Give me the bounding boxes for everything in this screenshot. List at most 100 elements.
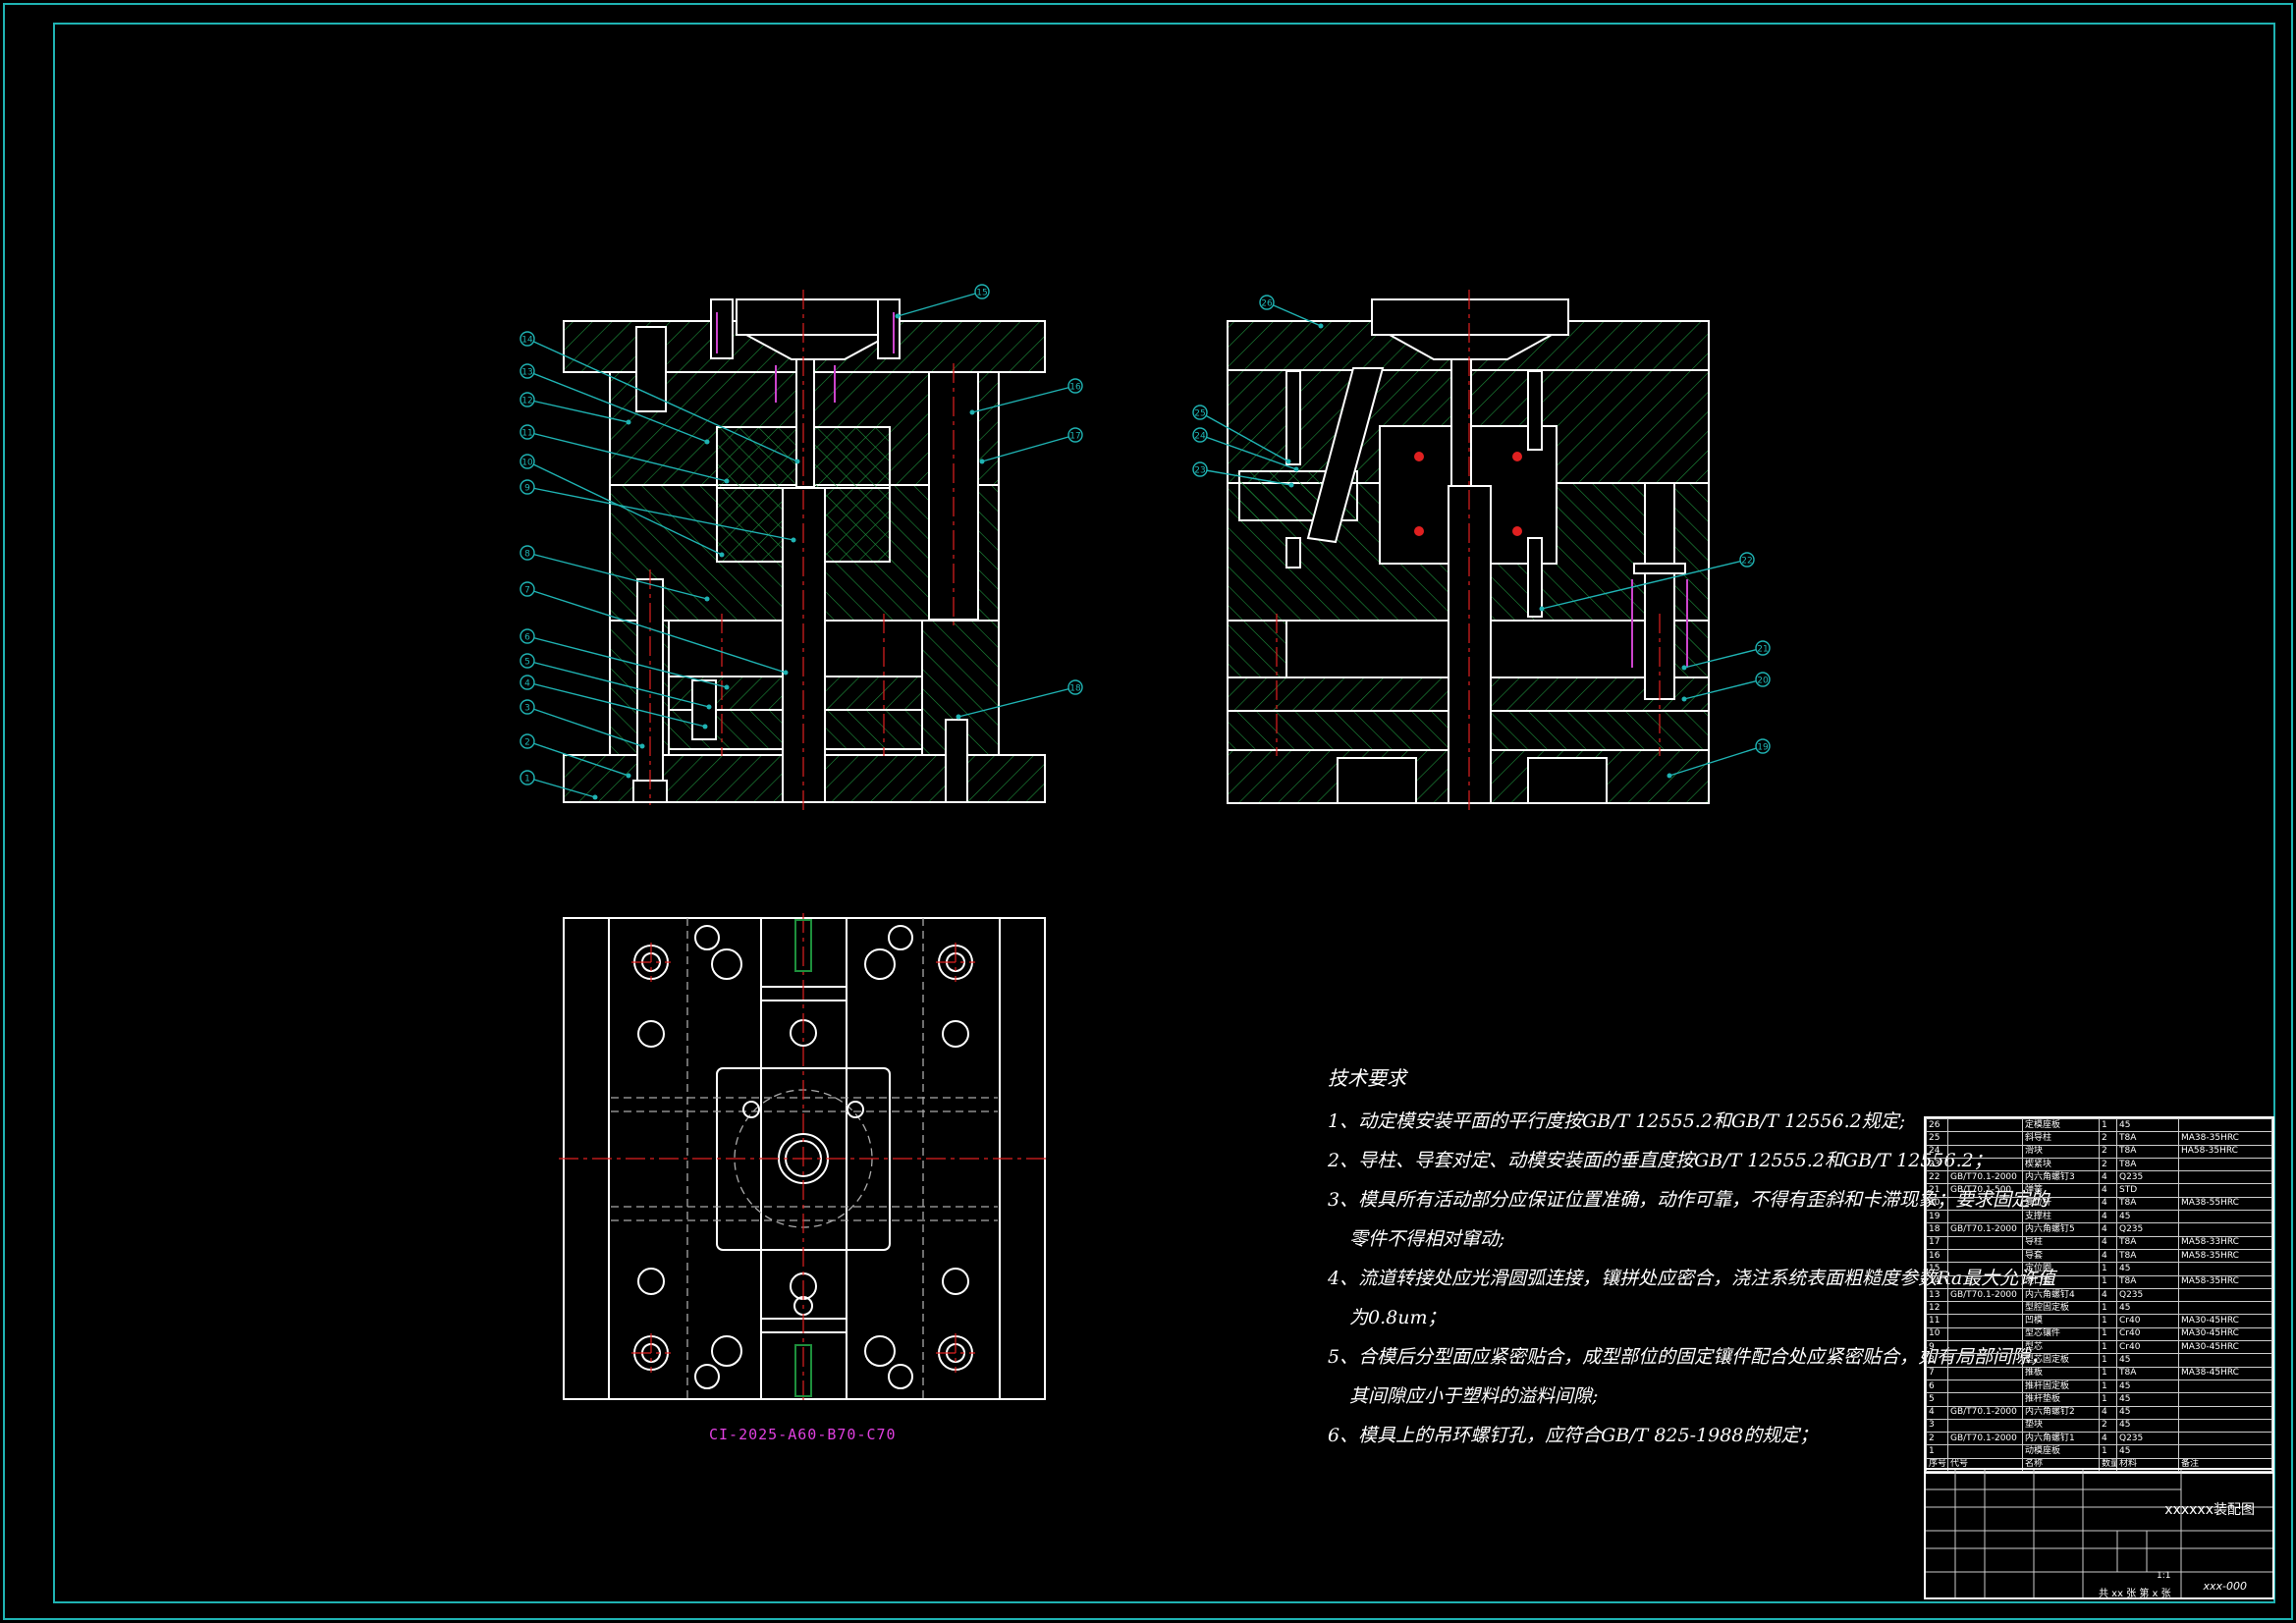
plan-view-centerlines [559, 913, 1050, 1404]
callout-number: 14 [521, 336, 533, 346]
bom-cell-name: 推板 [2022, 1366, 2100, 1380]
leader-dot [626, 419, 631, 425]
bom-cell-note [2178, 1301, 2272, 1316]
bom-cell-name: 内六角螺钉4 [2022, 1287, 2100, 1303]
leader-dot [895, 313, 901, 319]
inner-frame [53, 23, 2275, 1603]
bom-cell-name: 内六角螺钉2 [2022, 1405, 2100, 1420]
bom-cell-qty: 4 [2099, 1432, 2117, 1446]
bom-cell-no: 8 [1926, 1353, 1948, 1368]
leader-line [526, 740, 629, 777]
requirement-5: 5、合模后分型面应紧密贴合，成型部位的固定镶件配合处应紧密贴合，如有局部间隙，其… [1328, 1346, 2050, 1407]
leader-dot [704, 439, 710, 445]
bom-cell-no: 13 [1926, 1287, 1948, 1303]
bom-cell-note [2178, 1157, 2272, 1172]
bom-cell-name: 斜导柱 [2022, 1131, 2100, 1146]
leader-dot [791, 537, 796, 543]
leader-line [897, 291, 983, 317]
leader-line [526, 660, 710, 708]
callout-balloon [974, 284, 990, 299]
bom-cell-note: MA38-35HRC [2178, 1131, 2272, 1146]
callout-number: 16 [1069, 383, 1081, 393]
bom-cell-name: 内六角螺钉5 [2022, 1222, 2100, 1237]
title-block-grid [1926, 1470, 2272, 1597]
model-code: CI-2025-A60-B70-C70 [709, 1426, 897, 1443]
leader-line [526, 588, 787, 674]
callout-number: 24 [1194, 432, 1206, 442]
leader-line [971, 385, 1076, 413]
leader-line [1199, 468, 1292, 486]
bom-cell-mat: T8A [2116, 1131, 2179, 1146]
bom-cell-std [1947, 1340, 2023, 1355]
leader-line [526, 635, 728, 688]
bom-cell-mat: Q235 [2116, 1432, 2179, 1446]
bom-cell-std: GB/T70.1-2000 [1947, 1287, 2023, 1303]
bom-cell-no: 12 [1926, 1301, 1948, 1316]
bom-cell-name: 垫块 [2022, 1418, 2100, 1434]
leader-dot [1539, 606, 1545, 612]
bom-cell-mat: 45 [2116, 1392, 2179, 1407]
bom-cell-mat: T8A [2116, 1235, 2179, 1250]
callout-balloon [519, 454, 535, 469]
bom-cell-std [1947, 1301, 2023, 1316]
bom-cell-no: 14 [1926, 1274, 1948, 1289]
callout-balloon [519, 479, 535, 495]
bom-cell-std: GB/T70.1-500 [1947, 1183, 2023, 1198]
bom-cell-mat: Cr40 [2116, 1326, 2179, 1342]
bom-cell-no: 26 [1926, 1117, 1948, 1133]
callout-number: 10 [521, 459, 533, 468]
leader-dot [979, 459, 985, 464]
callout-balloon [519, 331, 535, 347]
leader-dot [1667, 773, 1672, 779]
requirement-2: 2、导柱、导套对定、动模安装面的垂直度按GB/T 12555.2和GB/T 12… [1328, 1150, 1993, 1171]
bom-cell-no: 22 [1926, 1170, 1948, 1185]
callout-number: 17 [1069, 432, 1080, 442]
bom-cell-no: 20 [1926, 1196, 1948, 1212]
bom-cell-qty: 2 [2099, 1144, 2117, 1159]
bom-cell-note [2178, 1444, 2272, 1459]
requirement-3: 3、模具所有活动部分应保证位置准确，动作可靠，不得有歪斜和卡滞现象；要求固定的零… [1328, 1189, 2050, 1250]
bom-cell-note [2178, 1210, 2272, 1224]
bom-cell-mat: Q235 [2116, 1287, 2179, 1303]
bom-cell-qty: 1 [2099, 1444, 2117, 1459]
bom-cell-name: 导柱 [2022, 1235, 2100, 1250]
bom-cell-note: HA58-35HRC [2178, 1144, 2272, 1159]
bom-cell-name: 型腔固定板 [2022, 1301, 2100, 1316]
callout-balloon [1067, 679, 1083, 695]
leader-dot [704, 596, 710, 602]
leader-line [1683, 647, 1764, 669]
bom-cell-name: 推杆固定板 [2022, 1379, 2100, 1394]
callout-number: 11 [521, 429, 532, 439]
bom-cell-mat: 45 [2116, 1210, 2179, 1224]
bom-cell-qty: 1 [2099, 1379, 2117, 1394]
callout-balloon [1192, 427, 1208, 443]
leader-dot [1681, 665, 1687, 671]
bom-cell-qty: 2 [2099, 1131, 2117, 1146]
bom-cell-std [1947, 1444, 2023, 1459]
bom-cell-note: MA58-35HRC [2178, 1248, 2272, 1264]
bom-cell-no: 4 [1926, 1405, 1948, 1420]
callout-balloon [519, 699, 535, 715]
bom-cell-note [2178, 1432, 2272, 1446]
bom-cell-name: 弹簧 [2022, 1183, 2100, 1198]
bom-cell-qty: 4 [2099, 1405, 2117, 1420]
callout-balloon [519, 733, 535, 749]
leader-line [526, 460, 723, 556]
callout-number: 3 [524, 704, 530, 714]
bom-cell-note [2178, 1183, 2272, 1198]
leader-line [526, 681, 706, 728]
bom-cell-no: 23 [1926, 1157, 1948, 1172]
bom-cell-std [1947, 1262, 2023, 1276]
leader-line [1266, 301, 1322, 327]
bom-cell-name: 推杆垫板 [2022, 1392, 2100, 1407]
side-section-centerlines [1276, 290, 1661, 815]
callout-balloon [1755, 672, 1771, 687]
